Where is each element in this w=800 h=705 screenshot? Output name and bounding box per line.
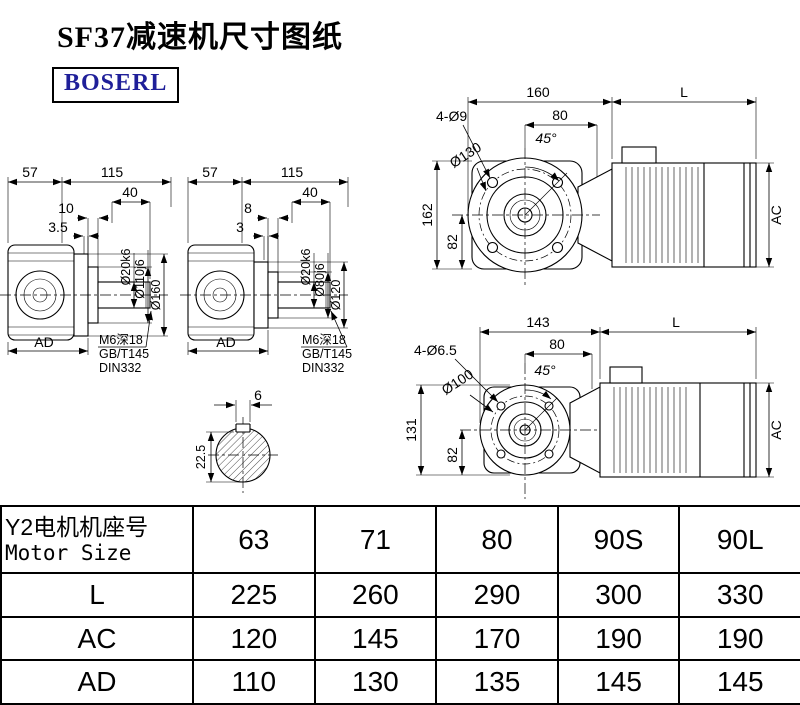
motor-size-header: Y2电机机座号 Motor Size: [0, 504, 194, 575]
note-tap-3: DIN332: [99, 361, 141, 375]
dim-82: 82: [444, 447, 460, 463]
dimension-table: Y2电机机座号 Motor Size 63 71 80 90S 90L L 22…: [0, 504, 800, 705]
dim-131: 131: [403, 418, 419, 442]
value-L-80: 290: [435, 572, 559, 618]
dim-80: 80: [549, 336, 565, 352]
view-side-small: 57 115 40 8 3 Ø20k6 Ø80j6 Ø120 AD M6深18 …: [180, 164, 352, 375]
dim-82: 82: [444, 234, 460, 250]
value-L-63: 225: [192, 572, 316, 618]
dim-bolt-circle: Ø100: [439, 366, 477, 398]
value-AC-90L: 190: [678, 615, 800, 662]
dim-key-width: 6: [254, 387, 262, 403]
dim-40: 40: [302, 184, 318, 200]
dim-10: 10: [58, 200, 74, 216]
dim-8: 8: [244, 200, 252, 216]
value-AC-80: 170: [435, 615, 559, 662]
dim-holes: 4-Ø6.5: [414, 342, 457, 358]
dim-flange-dia: Ø160: [149, 280, 163, 311]
dim-40: 40: [122, 184, 138, 200]
row-label-AC: AC: [0, 615, 194, 662]
size-90L: 90L: [678, 504, 800, 575]
dim-key-depth: 22.5: [194, 445, 208, 469]
brand-logo: BOSERL: [52, 67, 180, 103]
value-AC-90S: 190: [556, 615, 681, 662]
dim-angle: 45°: [534, 362, 556, 378]
dim-3: 3: [236, 219, 244, 235]
motor-size-header-en: Motor Size: [5, 540, 132, 565]
value-L-90L: 330: [678, 572, 800, 618]
row-label-L: L: [0, 572, 194, 618]
note-tap-2: GB/T145: [302, 347, 352, 361]
value-AC-63: 120: [192, 615, 316, 662]
dim-3-5: 3.5: [48, 219, 68, 235]
dim-AD: AD: [34, 334, 53, 350]
dim-57: 57: [22, 164, 38, 180]
dim-162: 162: [419, 203, 435, 227]
note-tap-3: DIN332: [302, 361, 344, 375]
dim-L: L: [672, 314, 680, 330]
view-key-section: 6 22.5: [194, 387, 278, 493]
value-AD-63: 110: [192, 659, 316, 705]
value-AC-71: 145: [313, 615, 438, 662]
row-label-AD: AD: [0, 659, 194, 705]
dim-AC: AC: [768, 420, 784, 439]
technical-drawings: 57 115 40 10 3.5 Ø20k6 Ø110j6 Ø160 AD M6…: [0, 84, 784, 499]
dim-143: 143: [526, 314, 550, 330]
note-tap-1: M6深18: [302, 333, 346, 347]
dim-holes: 4-Ø9: [436, 108, 467, 124]
table-row-L: L 225 260 290 300 330: [0, 572, 800, 618]
view-front-top: 160 L 80 4-Ø9 45° Ø130 162 82 AC: [419, 84, 784, 287]
dim-flange-dia: Ø120: [329, 280, 343, 311]
dim-80: 80: [552, 107, 568, 123]
dim-angle: 45°: [535, 130, 557, 146]
view-side-large: 57 115 40 10 3.5 Ø20k6 Ø110j6 Ø160 AD M6…: [0, 164, 172, 375]
table-header-row: Y2电机机座号 Motor Size 63 71 80 90S 90L: [0, 504, 800, 575]
dim-shaft-dia: Ø20k6: [299, 249, 313, 286]
value-AD-71: 130: [313, 659, 438, 705]
value-L-71: 260: [313, 572, 438, 618]
size-71: 71: [313, 504, 438, 575]
value-AD-90S: 145: [556, 659, 681, 705]
dim-AD: AD: [216, 334, 235, 350]
value-AD-80: 135: [435, 659, 559, 705]
value-AD-90L: 145: [678, 659, 800, 705]
page-title: SF37减速机尺寸图纸: [57, 21, 344, 54]
note-tap-2: GB/T145: [99, 347, 149, 361]
dim-160: 160: [526, 84, 550, 100]
size-90S: 90S: [556, 504, 681, 575]
table-row-AC: AC 120 145 170 190 190: [0, 615, 800, 662]
value-L-90S: 300: [556, 572, 681, 618]
dim-AC: AC: [768, 205, 784, 224]
size-63: 63: [192, 504, 316, 575]
dim-57: 57: [202, 164, 218, 180]
motor-size-header-cn: Y2电机机座号: [5, 514, 149, 541]
size-80: 80: [435, 504, 559, 575]
dim-L: L: [680, 84, 688, 100]
table-row-AD: AD 110 130 135 145 145: [0, 659, 800, 705]
note-tap-1: M6深18: [99, 333, 143, 347]
dim-bolt-circle: Ø130: [447, 139, 485, 171]
dim-spigot-dia: Ø110j6: [133, 259, 147, 298]
dim-spigot-dia: Ø80j6: [313, 263, 327, 296]
dim-115: 115: [101, 164, 124, 180]
dim-115: 115: [281, 164, 304, 180]
view-front-bottom: 143 L 80 4-Ø6.5 45° Ø100 131 82 AC: [403, 314, 784, 499]
